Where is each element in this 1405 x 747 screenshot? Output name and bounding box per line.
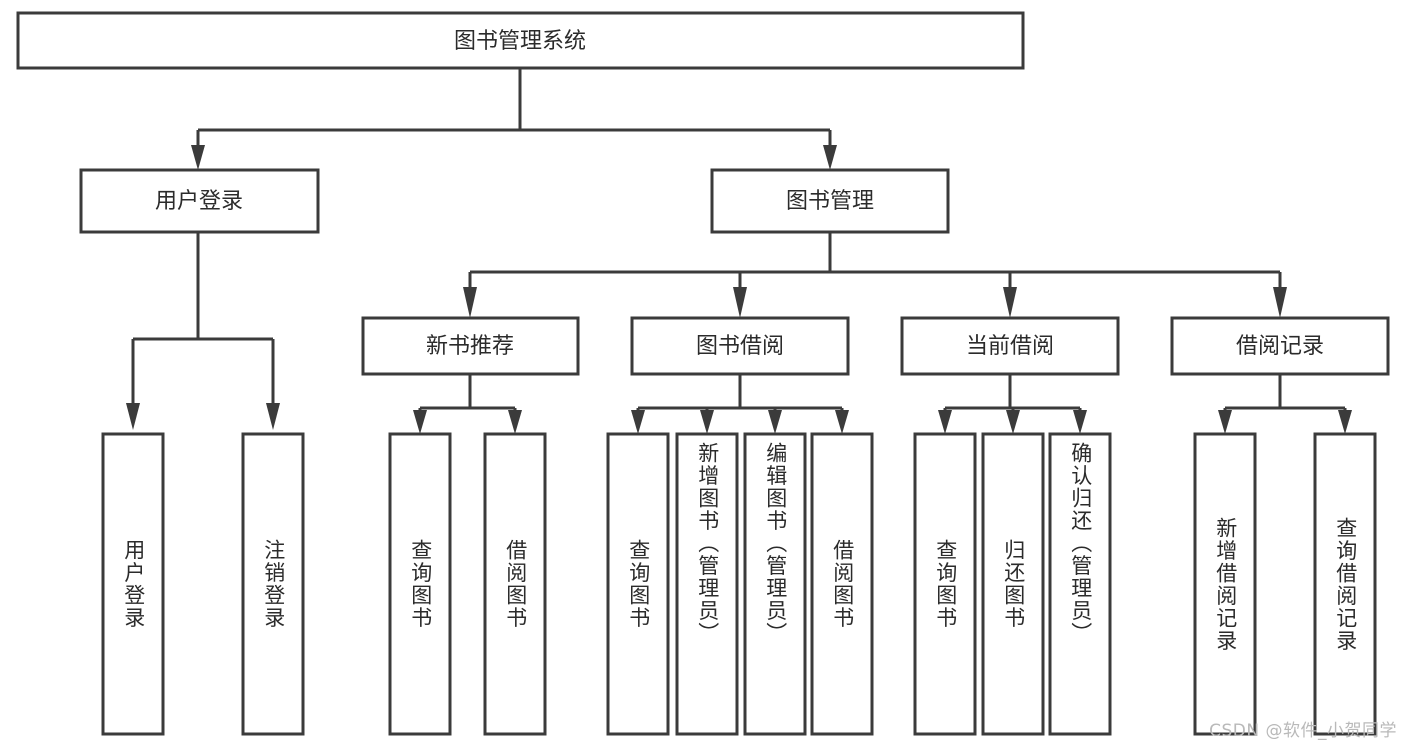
leaf-current-borrow-3-box[interactable] <box>1048 432 1112 736</box>
arrow-new-book-leaf-2-icon <box>508 410 522 434</box>
arrow-new-book-leaf-1-icon <box>413 410 427 434</box>
leaf-borrow-record-1-box[interactable] <box>1193 432 1257 736</box>
node-user-login-box[interactable] <box>79 168 320 234</box>
node-borrow-record-label: 借阅记录 <box>1236 334 1324 359</box>
node-borrow-record-box[interactable] <box>1170 316 1390 376</box>
arrow-to-new-book-icon <box>463 287 477 318</box>
arrow-book-borrow-leaf-1-icon <box>631 410 645 434</box>
arrow-current-borrow-leaf-3-icon <box>1073 410 1087 434</box>
arrow-to-current-borrow-icon <box>1003 287 1017 318</box>
leaf-book-borrow-3-box[interactable] <box>743 432 807 736</box>
node-book-manage-box[interactable] <box>710 168 950 234</box>
node-root-box[interactable] <box>16 11 1025 70</box>
arrow-borrow-record-leaf-1-icon <box>1218 410 1232 434</box>
node-current-borrow-label: 当前借阅 <box>966 334 1054 359</box>
arrow-user-login-leaf-1-icon <box>126 403 140 430</box>
node-root-label: 图书管理系统 <box>454 29 586 54</box>
arrow-to-borrow-record-icon <box>1273 287 1287 318</box>
leaf-book-borrow-4-box[interactable] <box>810 432 874 736</box>
leaf-current-borrow-2-box[interactable] <box>981 432 1045 736</box>
arrow-to-book-manage-icon <box>823 145 837 170</box>
leaf-borrow-record-2-box[interactable] <box>1313 432 1377 736</box>
csdn-watermark: CSDN @软件_小贺同学 <box>1209 721 1397 741</box>
arrow-book-borrow-leaf-2-icon <box>700 410 714 434</box>
arrow-to-user-login-icon <box>191 145 205 170</box>
node-new-book-recommend-box[interactable] <box>361 316 580 376</box>
node-user-login-label: 用户登录 <box>155 189 243 214</box>
node-book-borrow-label: 图书借阅 <box>696 334 784 359</box>
arrow-current-borrow-leaf-2-icon <box>1006 410 1020 434</box>
arrow-current-borrow-leaf-1-icon <box>938 410 952 434</box>
leaf-new-book-1-box[interactable] <box>388 432 452 736</box>
leaf-new-book-2-box[interactable] <box>483 432 547 736</box>
leaf-book-borrow-1-box[interactable] <box>606 432 670 736</box>
arrow-book-borrow-leaf-3-icon <box>768 410 782 434</box>
node-book-borrow-box[interactable] <box>630 316 850 376</box>
arrow-book-borrow-leaf-4-icon <box>835 410 849 434</box>
leaf-user-login-2-box[interactable] <box>241 432 305 736</box>
node-current-borrow-box[interactable] <box>900 316 1120 376</box>
node-new-book-recommend-label: 新书推荐 <box>426 334 514 359</box>
node-book-manage-label: 图书管理 <box>786 189 874 214</box>
arrow-borrow-record-leaf-2-icon <box>1338 410 1352 434</box>
arrow-to-book-borrow-icon <box>733 287 747 318</box>
leaf-current-borrow-1-box[interactable] <box>913 432 977 736</box>
arrow-user-login-leaf-2-icon <box>266 403 280 430</box>
leaf-book-borrow-2-box[interactable] <box>675 432 739 736</box>
leaf-user-login-1-box[interactable] <box>101 432 165 736</box>
